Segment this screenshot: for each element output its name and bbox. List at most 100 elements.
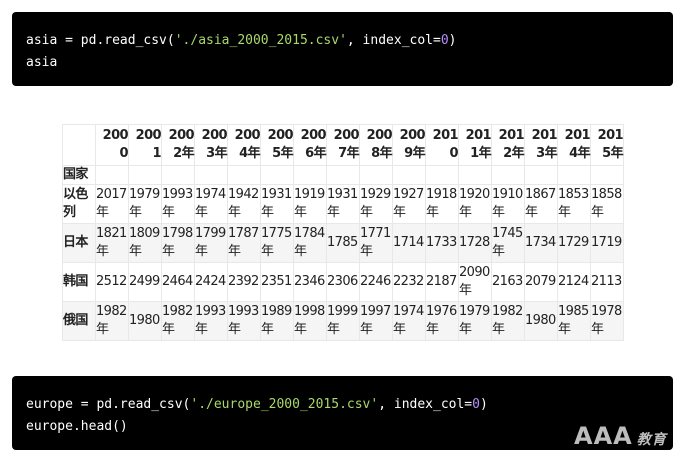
code-cell-europe[interactable]: europe = pd.read_csv('./europe_2000_2015… bbox=[12, 376, 673, 450]
watermark-text: AAA bbox=[574, 422, 633, 450]
table-cell: 1785 bbox=[326, 223, 360, 263]
index-name-filler bbox=[524, 165, 558, 185]
table-cell: 1997年 bbox=[359, 301, 393, 341]
column-header: 2011年 bbox=[458, 124, 492, 166]
column-header: 2003年 bbox=[194, 124, 228, 166]
table-cell: 1993年 bbox=[227, 301, 261, 341]
watermark-subtext: 教育 bbox=[636, 432, 667, 448]
table-cell: 2124 bbox=[557, 262, 591, 302]
code-line: asia bbox=[26, 55, 58, 70]
table-cell: 1989年 bbox=[260, 301, 294, 341]
row-label: 俄国 bbox=[62, 301, 96, 341]
table-cell: 1979年 bbox=[458, 301, 492, 341]
row-label: 以色列 bbox=[62, 184, 96, 224]
table-cell: 1719 bbox=[590, 223, 624, 263]
row-label: 日本 bbox=[62, 223, 96, 263]
table-cell: 2392 bbox=[227, 262, 261, 302]
table-cell: 2113 bbox=[590, 262, 624, 302]
table-cell: 2346 bbox=[293, 262, 327, 302]
table-cell: 1853年 bbox=[557, 184, 591, 224]
column-header: 2006年 bbox=[293, 124, 327, 166]
code-line: europe.head() bbox=[26, 419, 128, 434]
table-cell: 1798年 bbox=[161, 223, 195, 263]
table-cell: 2232 bbox=[392, 262, 426, 302]
table-cell: 1982年 bbox=[161, 301, 195, 341]
index-name-filler bbox=[491, 165, 525, 185]
table-cell: 1775年 bbox=[260, 223, 294, 263]
table-cell: 1942年 bbox=[227, 184, 261, 224]
column-header: 2014年 bbox=[557, 124, 591, 166]
index-name-filler bbox=[392, 165, 426, 185]
table-cell: 1978年 bbox=[590, 301, 624, 341]
index-name-filler bbox=[326, 165, 360, 185]
table-cell: 1999年 bbox=[326, 301, 360, 341]
column-header: 2009年 bbox=[392, 124, 426, 166]
index-name-filler bbox=[359, 165, 393, 185]
index-name-filler bbox=[260, 165, 294, 185]
code-number: 0 bbox=[472, 397, 480, 412]
table-cell: 1982年 bbox=[491, 301, 525, 341]
index-name-filler bbox=[458, 165, 492, 185]
code-token: , index_col= bbox=[346, 33, 441, 48]
column-header: 2013年 bbox=[524, 124, 558, 166]
table-cell: 2499 bbox=[128, 262, 162, 302]
table-cell: 2512 bbox=[95, 262, 129, 302]
table-cell: 1867年 bbox=[524, 184, 558, 224]
table-cell: 1771年 bbox=[359, 223, 393, 263]
code-line: europe = pd.read_csv('./europe_2000_2015… bbox=[26, 394, 659, 416]
table-cell: 1920年 bbox=[458, 184, 492, 224]
table-cell: 1980 bbox=[128, 301, 162, 341]
index-name-filler bbox=[161, 165, 195, 185]
code-number: 0 bbox=[440, 33, 449, 48]
index-name-filler bbox=[293, 165, 327, 185]
index-name: 国家 bbox=[62, 165, 96, 185]
column-header: 2004年 bbox=[227, 124, 261, 166]
column-header: 2007年 bbox=[326, 124, 360, 166]
index-name-filler bbox=[425, 165, 459, 185]
column-header: 2000 bbox=[95, 124, 129, 166]
index-name-filler bbox=[194, 165, 228, 185]
table-cell: 2017年 bbox=[95, 184, 129, 224]
table-cell: 1918年 bbox=[425, 184, 459, 224]
table-cell: 2246 bbox=[359, 262, 393, 302]
code-token: europe = pd.read_csv( bbox=[26, 397, 191, 412]
table-cell: 1979年 bbox=[128, 184, 162, 224]
column-header: 2005年 bbox=[260, 124, 294, 166]
table-cell: 1745年 bbox=[491, 223, 525, 263]
table-cell: 1980 bbox=[524, 301, 558, 341]
table-cell: 1787年 bbox=[227, 223, 261, 263]
table-cell: 2351 bbox=[260, 262, 294, 302]
table-cell: 1858年 bbox=[590, 184, 624, 224]
row-label: 韩国 bbox=[62, 262, 96, 302]
table-cell: 1733 bbox=[425, 223, 459, 263]
code-cell-asia[interactable]: asia = pd.read_csv('./asia_2000_2015.csv… bbox=[12, 12, 673, 86]
table-cell: 2163 bbox=[491, 262, 525, 302]
corner-cell bbox=[62, 124, 96, 166]
table-cell: 1919年 bbox=[293, 184, 327, 224]
table-cell: 1974年 bbox=[194, 184, 228, 224]
table-cell: 2079 bbox=[524, 262, 558, 302]
table-cell: 1985年 bbox=[557, 301, 591, 341]
index-name-filler bbox=[227, 165, 261, 185]
table-cell: 2187 bbox=[425, 262, 459, 302]
table-cell: 1910年 bbox=[491, 184, 525, 224]
table-cell: 1799年 bbox=[194, 223, 228, 263]
column-header: 2001 bbox=[128, 124, 162, 166]
column-header: 2002年 bbox=[161, 124, 195, 166]
table-cell: 1729 bbox=[557, 223, 591, 263]
column-header: 2012年 bbox=[491, 124, 525, 166]
code-token: ) bbox=[479, 397, 488, 412]
table-cell: 1734 bbox=[524, 223, 558, 263]
table-cell: 1929年 bbox=[359, 184, 393, 224]
column-header: 2008年 bbox=[359, 124, 393, 166]
code-line: asia = pd.read_csv('./asia_2000_2015.csv… bbox=[26, 30, 659, 52]
table-cell: 1982年 bbox=[95, 301, 129, 341]
code-token: ) bbox=[448, 33, 457, 48]
table-cell: 1821年 bbox=[95, 223, 129, 263]
